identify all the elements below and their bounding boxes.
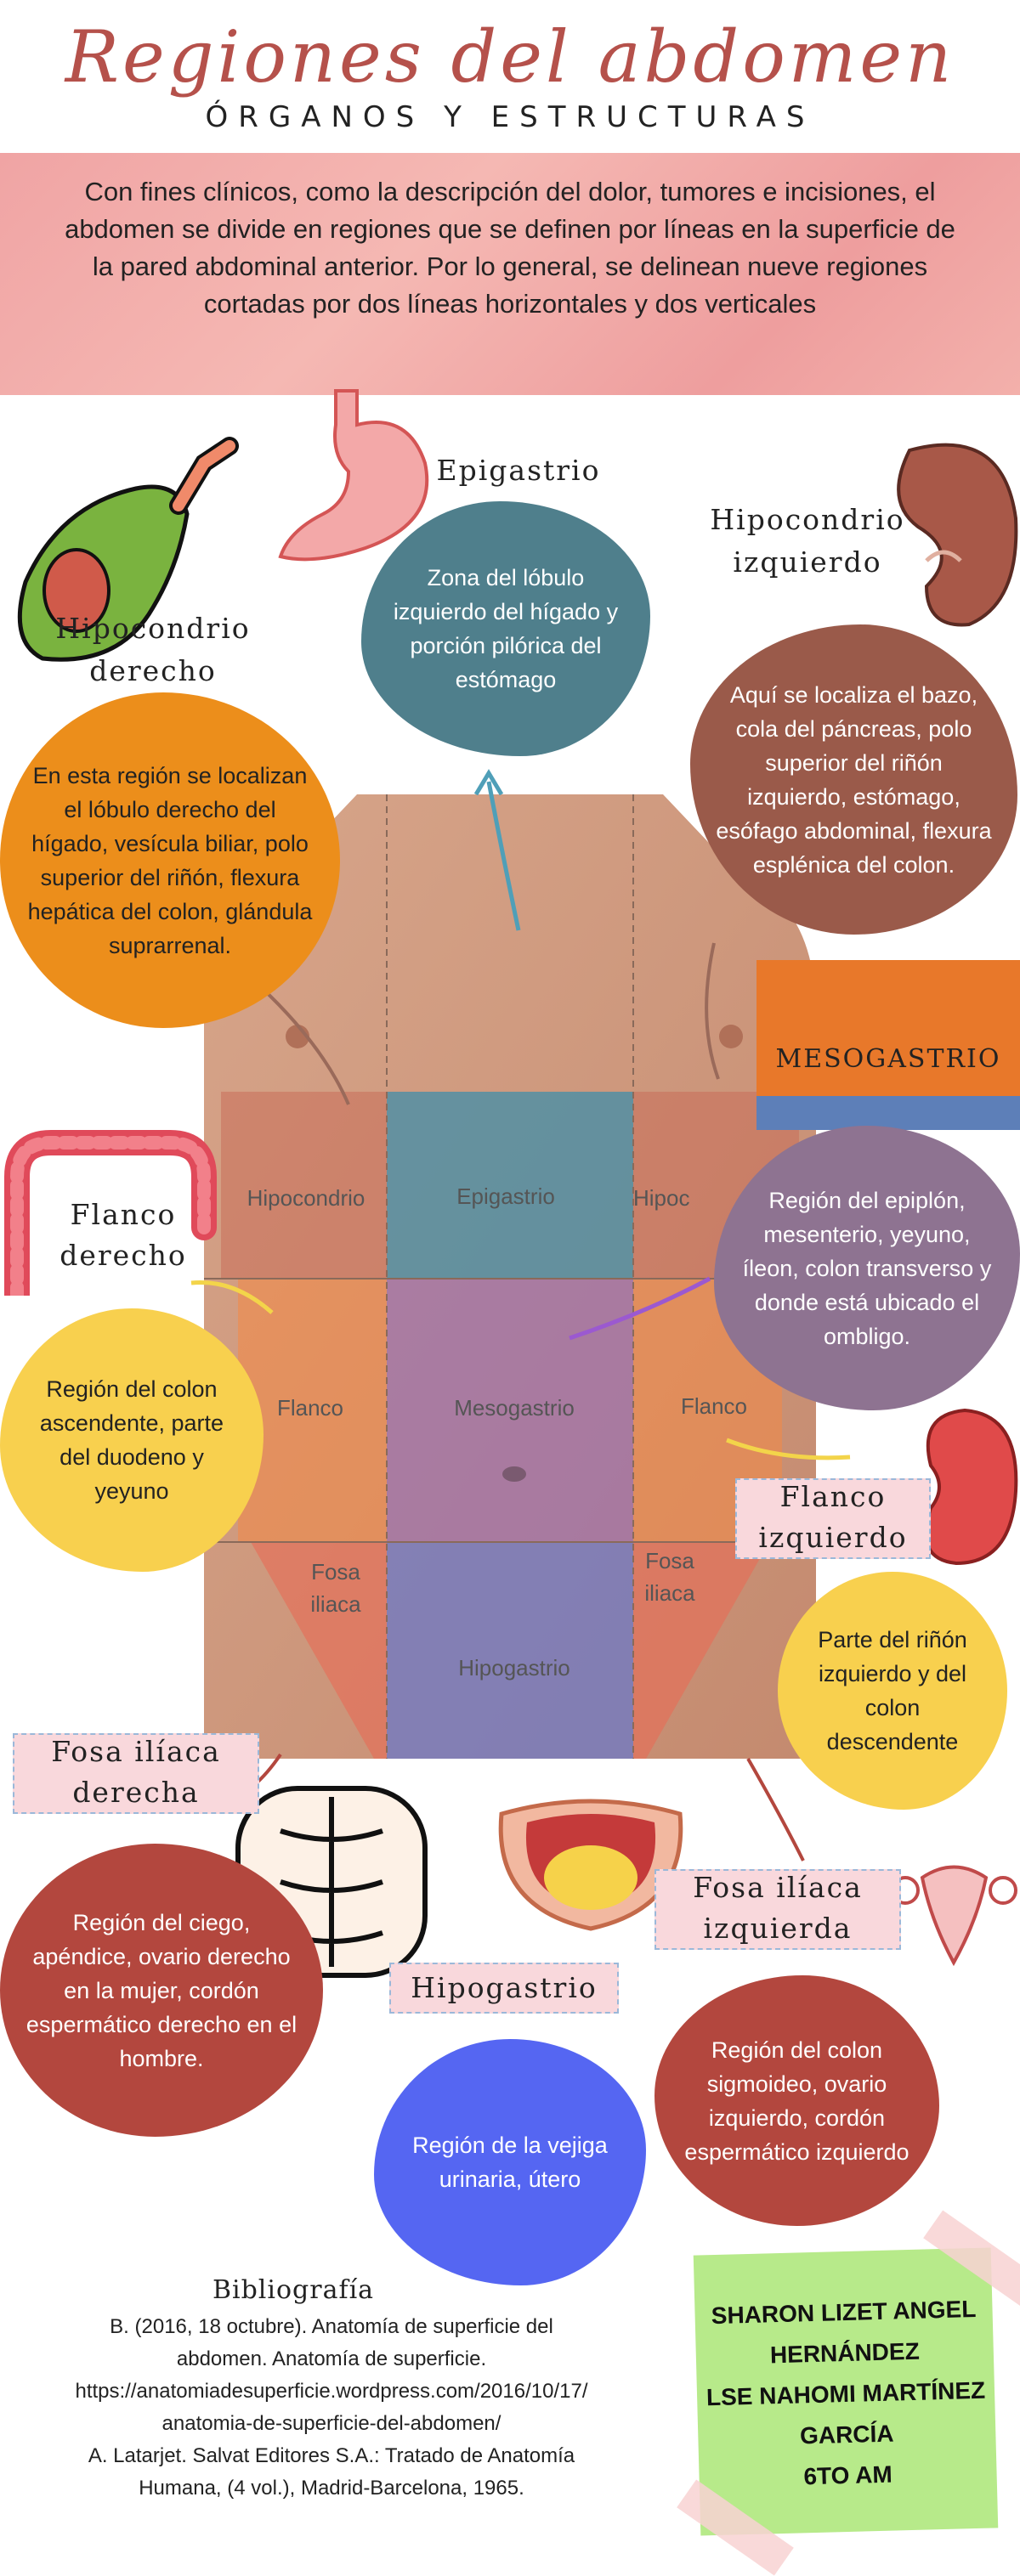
stomach-icon [278,389,429,562]
blob-hipocondrio-derecho: En esta región se localizan el lóbulo de… [0,692,340,1028]
bib-line: https://anatomiadesuperficie.wordpress.c… [75,2380,588,2403]
zone-epigastrio [387,1092,633,1279]
torso-label-fosa-left-2: iliaca [310,1591,361,1617]
label-mesogastrio: MESOGASTRIO [775,1044,1001,1074]
text-fosa-izquierda: Región del colon sigmoideo, ovario izqui… [684,2037,910,2165]
label-box-flanco-izquierdo [735,1478,931,1559]
label-box-fosa-derecha [13,1733,259,1814]
bib-line: Humana, (4 vol.), Madrid-Barcelona, 1965… [139,2477,524,2500]
label-flanco-izquierdo-1: Flanco [779,1480,887,1513]
text-epigastrio: Zona del lóbulo izquierdo del hígado y p… [393,565,619,692]
label-fosa-izquierda-2: izquierda [703,1912,853,1945]
label-hipocondrio-izquierdo-1: Hipocondrio [710,503,905,536]
bib-line: anatomia-de-superficie-del-abdomen/ [162,2412,502,2435]
kidney-icon [924,1408,1018,1566]
torso-label-hipogastrio: Hipogastrio [458,1655,570,1681]
gallbladder-icon [17,437,239,662]
navel-icon [502,1466,526,1482]
bibliography-body: B. (2016, 18 octubre). Anatomía de super… [0,2311,663,2505]
label-fosa-derecha-2: derecha [72,1776,200,1809]
text-flanco-derecho: Región del colon ascendente, parte del d… [39,1376,224,1504]
text-mesogastrio: Región del epiplón, mesenterio, yeyuno, … [742,1187,992,1349]
zone-fosa-izquierda [633,1542,769,1759]
torso-label-fosa-left-1: Fosa [311,1559,360,1585]
zone-fosa-derecha [251,1542,387,1759]
mesogastrio-band-lower [756,1096,1020,1130]
authors-note: SHARON LIZET ANGEL HERNÁNDEZ LSE NAHOMI … [693,2247,999,2536]
text-hipocondrio-izquierdo: Aquí se localiza el bazo, cola del páncr… [716,681,992,878]
intro-band: Con fines clínicos, como la descripción … [0,153,1020,395]
torso-label-hipocondrio-left: Hipocondrio [246,1185,366,1211]
page-title: Regiones del abdomen [65,15,955,99]
zone-hipogastrio [387,1542,633,1759]
blob-hipocondrio-izquierdo: Aquí se localiza el bazo, cola del páncr… [690,624,1017,935]
blob-flanco-derecho: Región del colon ascendente, parte del d… [0,1308,264,1572]
blob-mesogastrio: Región del epiplón, mesenterio, yeyuno, … [714,1126,1020,1410]
blob-fosa-derecha: Región del ciego, apéndice, ovario derec… [0,1844,323,2137]
label-box-fosa-izquierda [654,1869,901,1950]
blob-epigastrio: Zona del lóbulo izquierdo del hígado y p… [361,501,650,756]
bib-line: abdomen. Anatomía de superficie. [176,2347,487,2370]
label-flanco-derecho-2: derecho [60,1239,187,1272]
bib-line: A. Latarjet. Salvat Editores S.A.: Trata… [88,2444,575,2467]
zone-mesogastrio [387,1279,633,1542]
blob-hipogastrio: Región de la vejiga urinaria, útero [374,2039,646,2285]
text-flanco-izquierdo: Parte del riñón izquierdo y del colon de… [818,1627,967,1754]
torso-label-flanco-left: Flanco [276,1395,344,1421]
torso-label-epigastrio: Epigastrio [456,1183,555,1209]
author-line: LSE NAHOMI MARTÍNEZ [706,2376,986,2411]
label-hipocondrio-derecho-1: Hipocondrio [55,612,251,645]
page-subtitle: ÓRGANOS Y ESTRUCTURAS [205,100,815,134]
label-hipocondrio-izquierdo-2: izquierdo [733,545,882,579]
torso-label-mesogastrio: Mesogastrio [454,1395,575,1421]
label-box-hipogastrio [389,1963,619,2014]
text-hipocondrio-derecho: En esta región se localizan el lóbulo de… [27,762,313,958]
mesogastrio-band [756,960,1020,1096]
bladder-icon [498,1799,683,1931]
bib-line: B. (2016, 18 octubre). Anatomía de super… [110,2315,553,2338]
label-hipogastrio: Hipogastrio [411,1971,598,2004]
author-line: 6TO AM [803,2460,893,2490]
label-flanco-derecho-1: Flanco [70,1198,177,1231]
label-hipocondrio-derecho-2: derecho [89,654,217,687]
nipple-right [719,1025,743,1048]
label-flanco-izquierdo-2: izquierdo [758,1521,908,1554]
zone-flanco-derecho [238,1279,387,1542]
bibliography-title: Bibliografía [212,2275,375,2305]
label-fosa-derecha-1: Fosa ilíaca [51,1735,221,1768]
spleen-icon [897,443,1018,627]
torso-illustration [204,794,816,1759]
author-line: SHARON LIZET ANGEL [711,2295,977,2330]
colon-icon [4,1130,217,1296]
torso-label-hipocondrio-right: Hipoc [633,1185,690,1211]
torso-label-fosa-right-1: Fosa [645,1548,694,1573]
text-fosa-derecha: Región del ciego, apéndice, ovario derec… [26,1909,298,2071]
blob-fosa-izquierda: Región del colon sigmoideo, ovario izqui… [654,1975,939,2226]
torso-label-flanco-right: Flanco [680,1393,748,1419]
intro-text: Con fines clínicos, como la descripción … [65,177,955,319]
torso-label-fosa-right-2: iliaca [644,1580,695,1606]
text-hipogastrio: Región de la vejiga urinaria, útero [412,2133,608,2192]
blob-flanco-izquierdo: Parte del riñón izquierdo y del colon de… [778,1572,1007,1810]
label-fosa-izquierda-1: Fosa ilíaca [693,1871,863,1904]
label-epigastrio: Epigastrio [436,454,601,487]
zone-hipocondrio-derecho [221,1092,387,1279]
